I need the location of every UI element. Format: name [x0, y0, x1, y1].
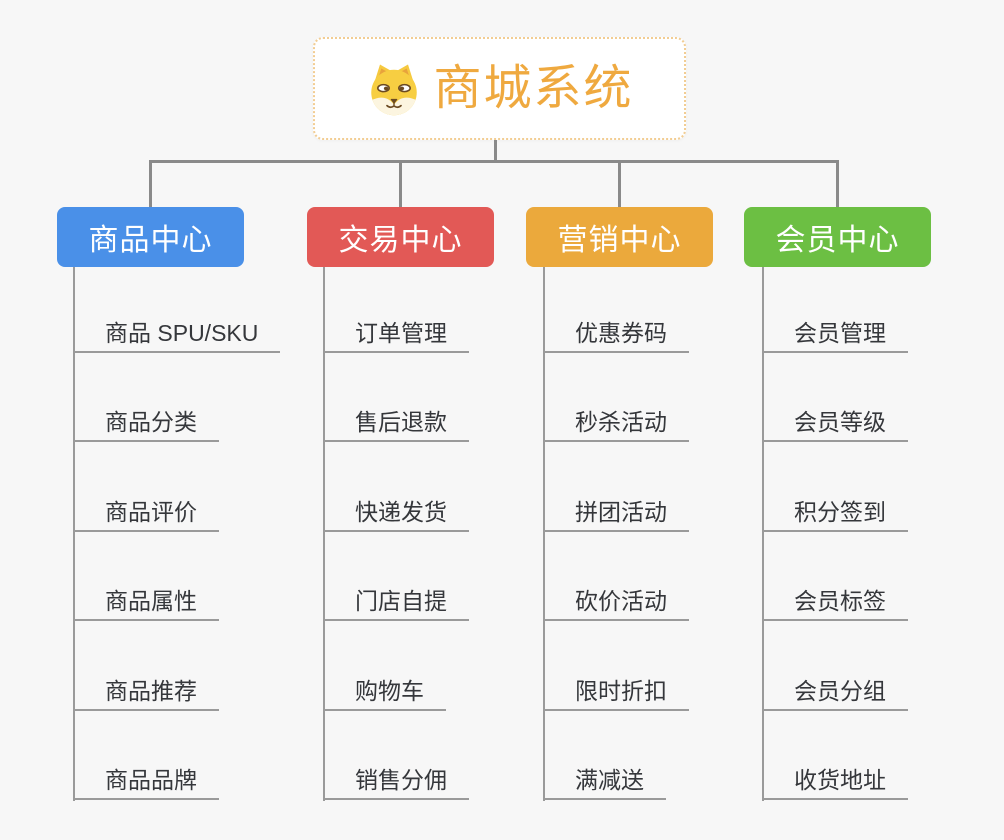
leaf-item[interactable]: 砍价活动: [543, 588, 689, 621]
leaf-item[interactable]: 商品评价: [73, 499, 219, 532]
branch-node-trade-center[interactable]: 交易中心: [307, 207, 494, 267]
branch-node-product-center[interactable]: 商品中心: [57, 207, 244, 267]
connector-trunk-trade-center: [323, 267, 325, 801]
leaf-item[interactable]: 限时折扣: [543, 678, 689, 711]
leaf-item[interactable]: 收货地址: [762, 767, 908, 800]
leaf-item[interactable]: 商品分类: [73, 409, 219, 442]
connector-drop-trade-center: [398, 160, 402, 208]
leaf-item[interactable]: 秒杀活动: [543, 409, 689, 442]
root-node[interactable]: 商城系统: [313, 37, 686, 140]
branch-node-marketing-center[interactable]: 营销中心: [526, 207, 713, 267]
branch-node-member-center[interactable]: 会员中心: [744, 207, 931, 267]
leaf-item[interactable]: 会员管理: [762, 320, 908, 353]
connector-trunk-member-center: [762, 267, 764, 801]
leaf-item[interactable]: 订单管理: [323, 320, 469, 353]
leaf-item[interactable]: 积分签到: [762, 499, 908, 532]
leaf-item[interactable]: 会员等级: [762, 409, 908, 442]
leaf-item[interactable]: 满减送: [543, 767, 666, 800]
dog-face-icon: [365, 61, 423, 117]
connector-root-stem: [494, 140, 497, 163]
leaf-item[interactable]: 门店自提: [323, 588, 469, 621]
connector-drop-member-center: [835, 160, 839, 208]
leaf-item[interactable]: 会员标签: [762, 588, 908, 621]
connector-trunk-marketing-center: [543, 267, 545, 801]
connector-drop-product-center: [148, 160, 152, 208]
connector-horizontal-rail: [148, 160, 839, 163]
leaf-item[interactable]: 拼团活动: [543, 499, 689, 532]
leaf-item[interactable]: 商品 SPU/SKU: [73, 320, 281, 353]
leaf-item[interactable]: 售后退款: [323, 409, 469, 442]
leaf-item[interactable]: 购物车: [323, 678, 446, 711]
connector-drop-marketing-center: [617, 160, 621, 208]
leaf-item[interactable]: 商品品牌: [73, 767, 219, 800]
leaf-item[interactable]: 会员分组: [762, 678, 908, 711]
connector-trunk-product-center: [73, 267, 75, 801]
leaf-item[interactable]: 快递发货: [323, 499, 469, 532]
leaf-item[interactable]: 销售分佣: [323, 767, 469, 800]
leaf-item[interactable]: 商品推荐: [73, 678, 219, 711]
leaf-item[interactable]: 商品属性: [73, 588, 219, 621]
leaf-item[interactable]: 优惠券码: [543, 320, 689, 353]
root-title: 商城系统: [433, 61, 634, 115]
